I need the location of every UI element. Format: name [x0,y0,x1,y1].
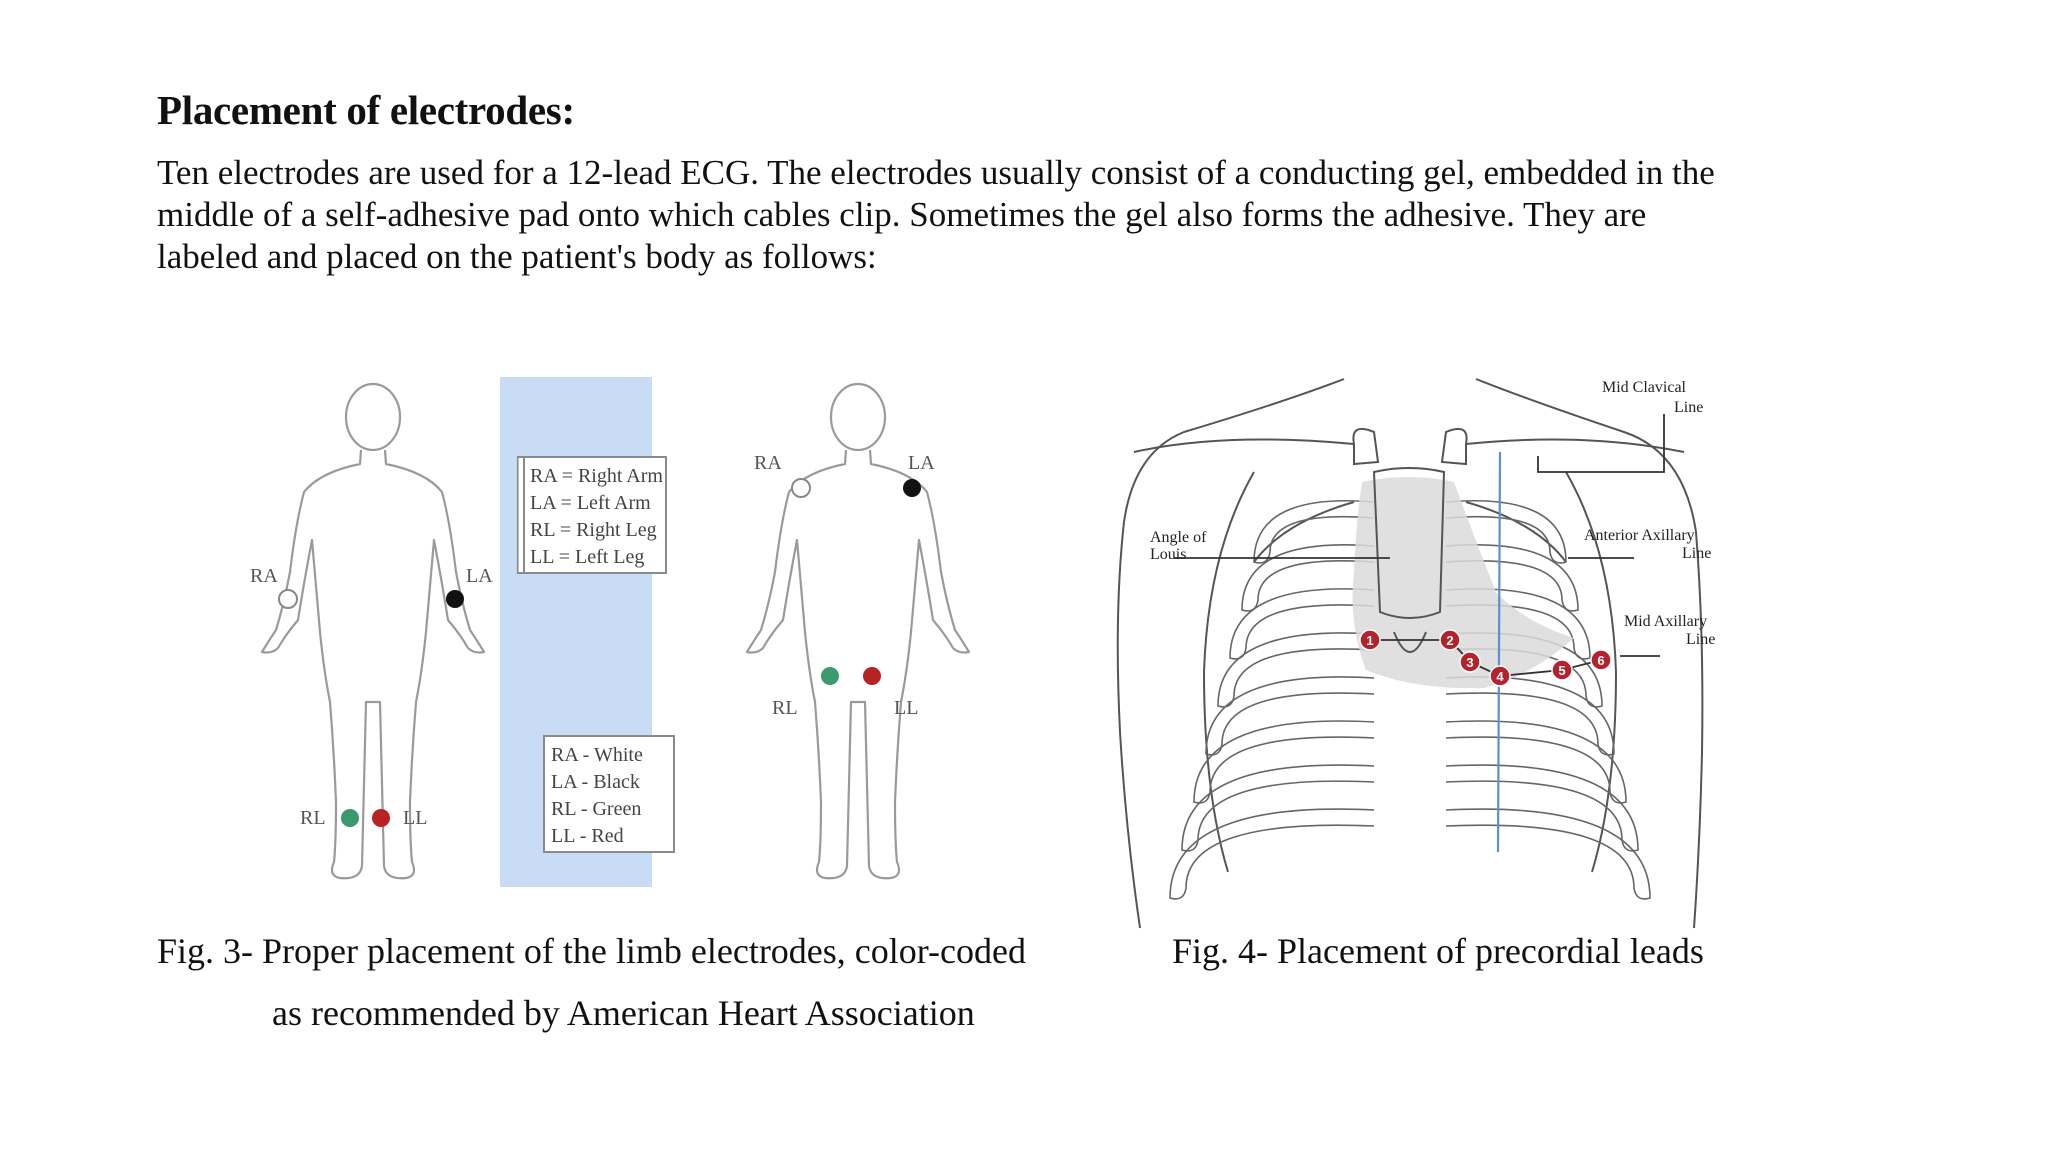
mid-clavical-label-2: Line [1674,399,1703,416]
mid-axillary-label-1: Mid Axillary [1624,613,1707,630]
intro-paragraph: Ten electrodes are used for a 12-lead EC… [157,152,1897,278]
angle-louis-label-2: Louis [1150,546,1186,563]
lead-v1-marker [1359,629,1381,651]
mid-clavical-pointer [1537,414,1665,473]
front-rl-electrode [341,809,359,827]
lead-v2-label: 2 [1446,633,1453,648]
lead-v2-marker [1439,629,1461,651]
lead-v6-label: 6 [1597,653,1604,668]
rib [1181,764,1375,852]
front-ra-electrode [278,589,298,609]
rib [1445,676,1615,756]
rib [1193,720,1375,804]
lead-name-legend: RA = Right Arm LA = Left Arm RL = Right … [516,456,667,574]
back-ra-electrode [791,478,811,498]
mid-clavical-label-1: Mid Clavical [1602,379,1687,396]
back-rl-electrode [821,667,839,685]
back-ll-electrode [863,667,881,685]
lead-v4-marker [1489,665,1511,687]
rib [1253,499,1375,564]
fig3-caption-line1: Fig. 3- Proper placement of the limb ele… [157,931,1026,971]
front-la-label: LA [466,565,493,587]
legend-color-ll: LL - Red [551,825,624,847]
back-ll-label: LL [894,697,918,719]
rib [1445,720,1627,804]
rib [1217,632,1375,708]
lead-color-legend: RA - White LA - Black RL - Green LL - Re… [543,735,675,853]
legend-color-ra: RA - White [551,744,643,766]
lead-v1-label: 1 [1366,633,1373,648]
lead-v3-label: 3 [1466,655,1473,670]
front-ll-electrode [372,809,390,827]
rib-cage [1133,428,1685,873]
lead-v3-marker [1459,651,1481,673]
front-body-outline [260,382,486,880]
legend-color-la: LA - Black [551,771,640,793]
anterior-axillary-label-1: Anterior Axillary [1584,527,1695,544]
back-ra-label: RA [754,452,782,474]
legend-name-ll: LL = Left Leg [530,546,644,568]
heart-shading [1352,477,1574,689]
mid-clavicular-line [1496,451,1502,853]
rib [1169,808,1375,900]
ribs [1169,499,1651,900]
anterior-axillary-label-2: Line [1682,545,1711,562]
legend-color-rl: RL - Green [551,798,641,820]
lead-v4-label: 4 [1496,669,1504,684]
limb-electrodes-figure: RA = Right Arm LA = Left Arm RL = Right … [238,372,990,890]
front-rl-label: RL [300,807,326,829]
back-rl-label: RL [772,697,798,719]
mid-axillary-label-2: Line [1686,631,1715,648]
rib [1205,676,1375,756]
section-heading: Placement of electrodes: [157,87,575,133]
lead-v6-marker [1590,649,1612,671]
fig4-caption: Fig. 4- Placement of precordial leads [1172,931,1704,971]
torso-outline [1116,378,1704,929]
paragraph-line: labeled and placed on the patient's body… [157,237,877,276]
rib [1445,499,1567,564]
back-body-outline [745,382,971,880]
front-ra-label: RA [250,565,278,587]
back-la-label: LA [908,452,935,474]
lead-v5-label: 5 [1558,663,1565,678]
angle-louis-label-1: Angle of [1150,529,1207,546]
paragraph-line: Ten electrodes are used for a 12-lead EC… [157,153,1715,192]
fig3-caption-line2: as recommended by American Heart Associa… [272,993,975,1033]
paragraph-line: middle of a self-adhesive pad onto which… [157,195,1647,234]
lead-v5-marker [1551,659,1573,681]
rib [1445,764,1639,852]
sternum [1372,467,1446,653]
back-la-electrode [903,479,921,497]
legend-name-la: LA = Left Arm [530,492,651,514]
front-ll-label: LL [403,807,427,829]
legend-name-rl: RL = Right Leg [530,519,657,541]
rib [1445,808,1651,900]
front-la-electrode [446,590,464,608]
legend-name-ra: RA = Right Arm [530,465,663,487]
